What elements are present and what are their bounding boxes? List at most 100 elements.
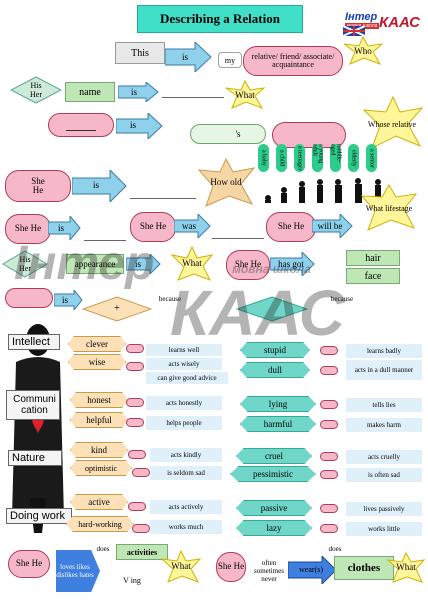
verb-is: is xyxy=(57,223,64,233)
diamond-shape xyxy=(2,250,48,278)
relative-noun-pill xyxy=(272,122,346,148)
trait-negative: dull xyxy=(240,362,310,378)
meaning-negative: is often sad xyxy=(346,468,422,482)
verb-is: is xyxy=(61,295,68,305)
meaning-toggle xyxy=(320,346,338,355)
question-how-old: How old xyxy=(210,177,242,187)
question-what: What xyxy=(171,561,191,571)
flag-icon xyxy=(343,26,365,36)
star-how-old-icon xyxy=(197,158,256,207)
blank-line xyxy=(212,238,264,239)
trait-negative: cruel xyxy=(236,448,312,464)
noun-hair: hair xyxy=(346,250,400,266)
verb-is: is xyxy=(130,87,137,97)
subject-she-he-future: She He xyxy=(266,212,316,242)
question-who: Who xyxy=(354,46,372,56)
star-what-icon xyxy=(386,552,426,583)
meaning-toggle xyxy=(320,366,338,375)
blank-line xyxy=(84,240,126,241)
meaning-toggle xyxy=(126,418,144,427)
pronoun-his-her: His Her xyxy=(30,81,42,99)
meaning-negative: acts in a dull manner xyxy=(346,360,422,380)
meaning-positive: acts honestly xyxy=(146,396,222,410)
arrow-shape xyxy=(116,113,163,139)
blank-pill xyxy=(5,288,53,308)
trait-positive: honest xyxy=(70,392,128,408)
age-label: a young adult xyxy=(312,144,324,172)
watermark-left: Інтер xyxy=(14,237,155,290)
age-label: a senior xyxy=(366,144,377,172)
star-what-icon xyxy=(225,80,266,109)
trait-positive: clever xyxy=(68,336,126,352)
meaning-positive: acts wisely xyxy=(146,358,222,370)
age-label: a child xyxy=(276,144,287,172)
arrow-shape xyxy=(54,290,83,310)
category-intellect: Intellect xyxy=(8,334,60,350)
brand-main: КААС xyxy=(379,14,420,31)
trait-positive: active xyxy=(70,494,128,510)
trait-positive: helpful xyxy=(70,412,128,428)
meaning-positive: acts actively xyxy=(150,500,222,514)
det-my: my xyxy=(218,52,242,68)
question-what: What xyxy=(396,562,416,572)
ving-label: V ing xyxy=(123,575,141,585)
question-whose: Whose relative xyxy=(367,119,417,129)
question-what: What xyxy=(182,258,202,268)
meaning-toggle xyxy=(320,524,338,533)
blank-line xyxy=(130,198,196,199)
meaning-toggle xyxy=(320,504,338,513)
arrow-shape xyxy=(288,556,337,584)
blank-pill xyxy=(48,113,114,137)
possessive-s: 's xyxy=(235,129,241,139)
because-label: because xyxy=(158,295,182,303)
plus-sign: + xyxy=(114,302,120,314)
category-communication: Communi cation xyxy=(6,390,60,420)
meaning-positive: is seldom sad xyxy=(150,466,222,480)
meaning-negative: learns badly xyxy=(346,344,422,358)
verb-wear: wear(s) xyxy=(299,564,323,574)
trait-negative: stupid xyxy=(240,342,310,358)
meaning-toggle xyxy=(320,470,338,479)
meaning-toggle xyxy=(126,362,144,371)
subject-she-he-past: She He xyxy=(130,212,176,242)
age-label: a teenager xyxy=(294,144,305,172)
verb-is: is xyxy=(129,120,136,130)
blank-line xyxy=(162,97,224,98)
category-doing-work: Doing work xyxy=(6,508,72,524)
diamond-shape xyxy=(236,296,308,322)
age-label: middle-aged xyxy=(330,144,342,172)
arrow-shape xyxy=(165,42,212,72)
arrow-shape xyxy=(312,214,353,238)
watermark-sub: мовна школа xyxy=(232,262,311,276)
arrow-shape xyxy=(270,252,315,276)
meaning-toggle xyxy=(132,524,150,533)
arrow-shape xyxy=(126,254,161,274)
verb-is: is xyxy=(92,180,99,190)
possessive-pill: 's xyxy=(190,124,266,144)
verb-is: is xyxy=(181,52,188,62)
verb-will-be: will be xyxy=(317,221,343,231)
meaning-toggle xyxy=(128,450,146,459)
does-label: does xyxy=(328,545,342,553)
meaning-positive: acts kindly xyxy=(150,448,222,462)
frequency-verbs: loves likes dislikes hates xyxy=(56,550,100,592)
age-label: elderly xyxy=(348,144,359,172)
meaning-positive: helps people xyxy=(146,416,222,430)
brand-logo: Інтер мовна школа КААС xyxy=(343,2,425,38)
age-labels: a baby a child a teenager a young adult … xyxy=(258,144,392,176)
star-whose-icon xyxy=(362,96,424,150)
arrow-shape xyxy=(118,82,159,102)
subject-she-he: She He xyxy=(216,552,246,582)
person-silhouette-icon xyxy=(12,324,64,533)
because-label: because xyxy=(330,295,354,303)
meaning-toggle xyxy=(128,502,146,511)
does-label: does xyxy=(96,545,110,553)
subject-she-he: She He xyxy=(226,250,270,280)
arrow-shape xyxy=(48,216,81,240)
question-lifestage: What lifestage xyxy=(365,203,413,213)
meaning-toggle xyxy=(132,468,150,477)
watermark-right: КААС xyxy=(170,277,345,349)
diamond-shape xyxy=(82,296,152,322)
age-label: a baby xyxy=(258,144,269,172)
star-lifestage-icon xyxy=(360,184,418,231)
